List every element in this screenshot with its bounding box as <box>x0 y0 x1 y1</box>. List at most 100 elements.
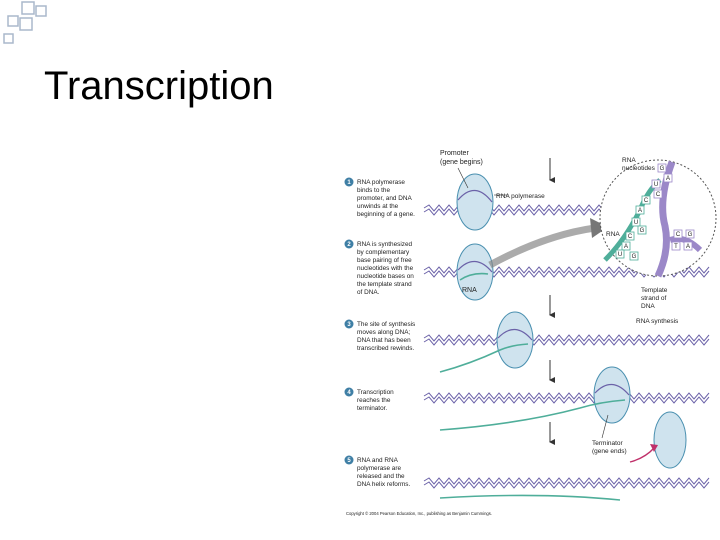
base-box <box>657 163 667 173</box>
zoom-arrow-head <box>590 218 608 238</box>
base-letter: G <box>660 166 665 172</box>
rna-strand <box>459 272 489 281</box>
step-text-line: beginning of a gene. <box>357 211 415 218</box>
rna-polymerase <box>456 173 494 231</box>
base-box <box>663 173 673 183</box>
svg-text:Terminator: Terminator <box>592 440 624 447</box>
step-badge <box>344 319 354 329</box>
base-box <box>631 217 641 227</box>
base-letter: A <box>666 176 670 182</box>
step-text-line: the template strand <box>357 281 412 288</box>
dna-strand <box>423 392 710 404</box>
base-letter: A <box>638 208 642 214</box>
base-box <box>683 241 693 251</box>
base-letter: G <box>688 232 693 238</box>
step-number: 5 <box>347 458 351 464</box>
dna-bubble <box>457 260 493 273</box>
dna-bubble <box>594 383 630 396</box>
step4-illustration <box>423 366 710 431</box>
step-text-line: terminator. <box>357 405 387 412</box>
base-letter: C <box>628 234 633 240</box>
rna-strand <box>439 399 626 431</box>
rna-synthesis-label: RNA synthesis <box>636 318 679 325</box>
step-text-line: moves along DNA; <box>357 329 411 336</box>
base-letter: C <box>676 232 681 238</box>
rna-polymerase <box>496 311 534 369</box>
base-box <box>621 241 631 251</box>
base-box <box>635 205 645 215</box>
svg-text:Template: Template <box>641 287 668 294</box>
step-text-line: of DNA. <box>357 289 380 296</box>
step-text-line: reaches the <box>357 397 391 404</box>
base-letter: A <box>624 244 628 250</box>
svg-text:nucleotides: nucleotides <box>622 165 656 172</box>
step-text-line: Transcription <box>357 389 394 396</box>
rna-strand <box>439 343 529 373</box>
dna-strand <box>423 477 710 489</box>
step5-illustration <box>423 411 710 501</box>
svg-text:RNA: RNA <box>622 157 636 164</box>
base-letter: A <box>686 244 690 250</box>
base-letter: C <box>656 192 661 198</box>
svg-text:strand of: strand of <box>641 295 666 302</box>
rna-nucleotides-label: RNA nucleotides <box>622 157 656 172</box>
step-number: 3 <box>347 322 351 328</box>
promoter-loop <box>457 189 493 203</box>
step-text-line: DNA that has been <box>357 337 411 344</box>
step-text-line: The site of synthesis <box>357 321 415 328</box>
rna-polymerase <box>593 366 631 424</box>
rna-label: RNA <box>462 287 477 294</box>
zoom-arrow <box>488 224 596 269</box>
base-box <box>685 229 695 239</box>
base-box <box>641 195 651 205</box>
step-text-line: nucleotides with the <box>357 265 414 272</box>
svg-text:(gene begins): (gene begins) <box>440 159 483 166</box>
step-text-line: RNA and RNA <box>357 457 399 464</box>
svg-text:Promoter: Promoter <box>440 150 469 157</box>
base-box <box>629 251 639 261</box>
promoter-label: Promoter (gene begins) <box>440 150 483 166</box>
step-badge <box>344 455 354 465</box>
step-text-line: DNA helix reforms. <box>357 481 410 488</box>
base-letter: T <box>674 244 678 250</box>
step-number: 2 <box>347 242 351 248</box>
step-number: 1 <box>347 180 351 186</box>
base-box <box>673 229 683 239</box>
step-text-line: promoter, and DNA <box>357 195 412 202</box>
step-text-line: by complementary <box>357 249 410 256</box>
rna-polymerase <box>456 243 494 301</box>
step-number: 4 <box>347 390 351 396</box>
template-strand-right <box>669 235 703 253</box>
rna-polymerase-label: RNA polymerase <box>496 193 545 200</box>
base-box <box>653 189 663 199</box>
promoter-pointer <box>457 167 469 189</box>
step-text-line: binds to the <box>357 187 390 194</box>
step-text-line: RNA is synthesized <box>357 241 412 248</box>
svg-text:(gene ends): (gene ends) <box>592 448 627 455</box>
step-text-line: unwinds at the <box>357 203 399 210</box>
step-text-line: base pairing of free <box>357 257 412 264</box>
dna-strand <box>423 334 710 346</box>
inset-circle <box>599 159 717 277</box>
base-box <box>671 241 681 251</box>
base-letter: G <box>632 254 637 260</box>
base-box <box>651 179 661 189</box>
step-badge <box>344 387 354 397</box>
base-letter: C <box>644 198 649 204</box>
step-text-line: nucleotide bases on <box>357 273 414 280</box>
dna-bubble <box>497 328 533 341</box>
terminator-pointer <box>601 414 609 439</box>
base-box <box>637 225 647 235</box>
base-box <box>625 231 635 241</box>
step2-illustration <box>423 218 710 301</box>
svg-text:DNA: DNA <box>641 303 655 310</box>
released-polymerase <box>653 411 687 469</box>
